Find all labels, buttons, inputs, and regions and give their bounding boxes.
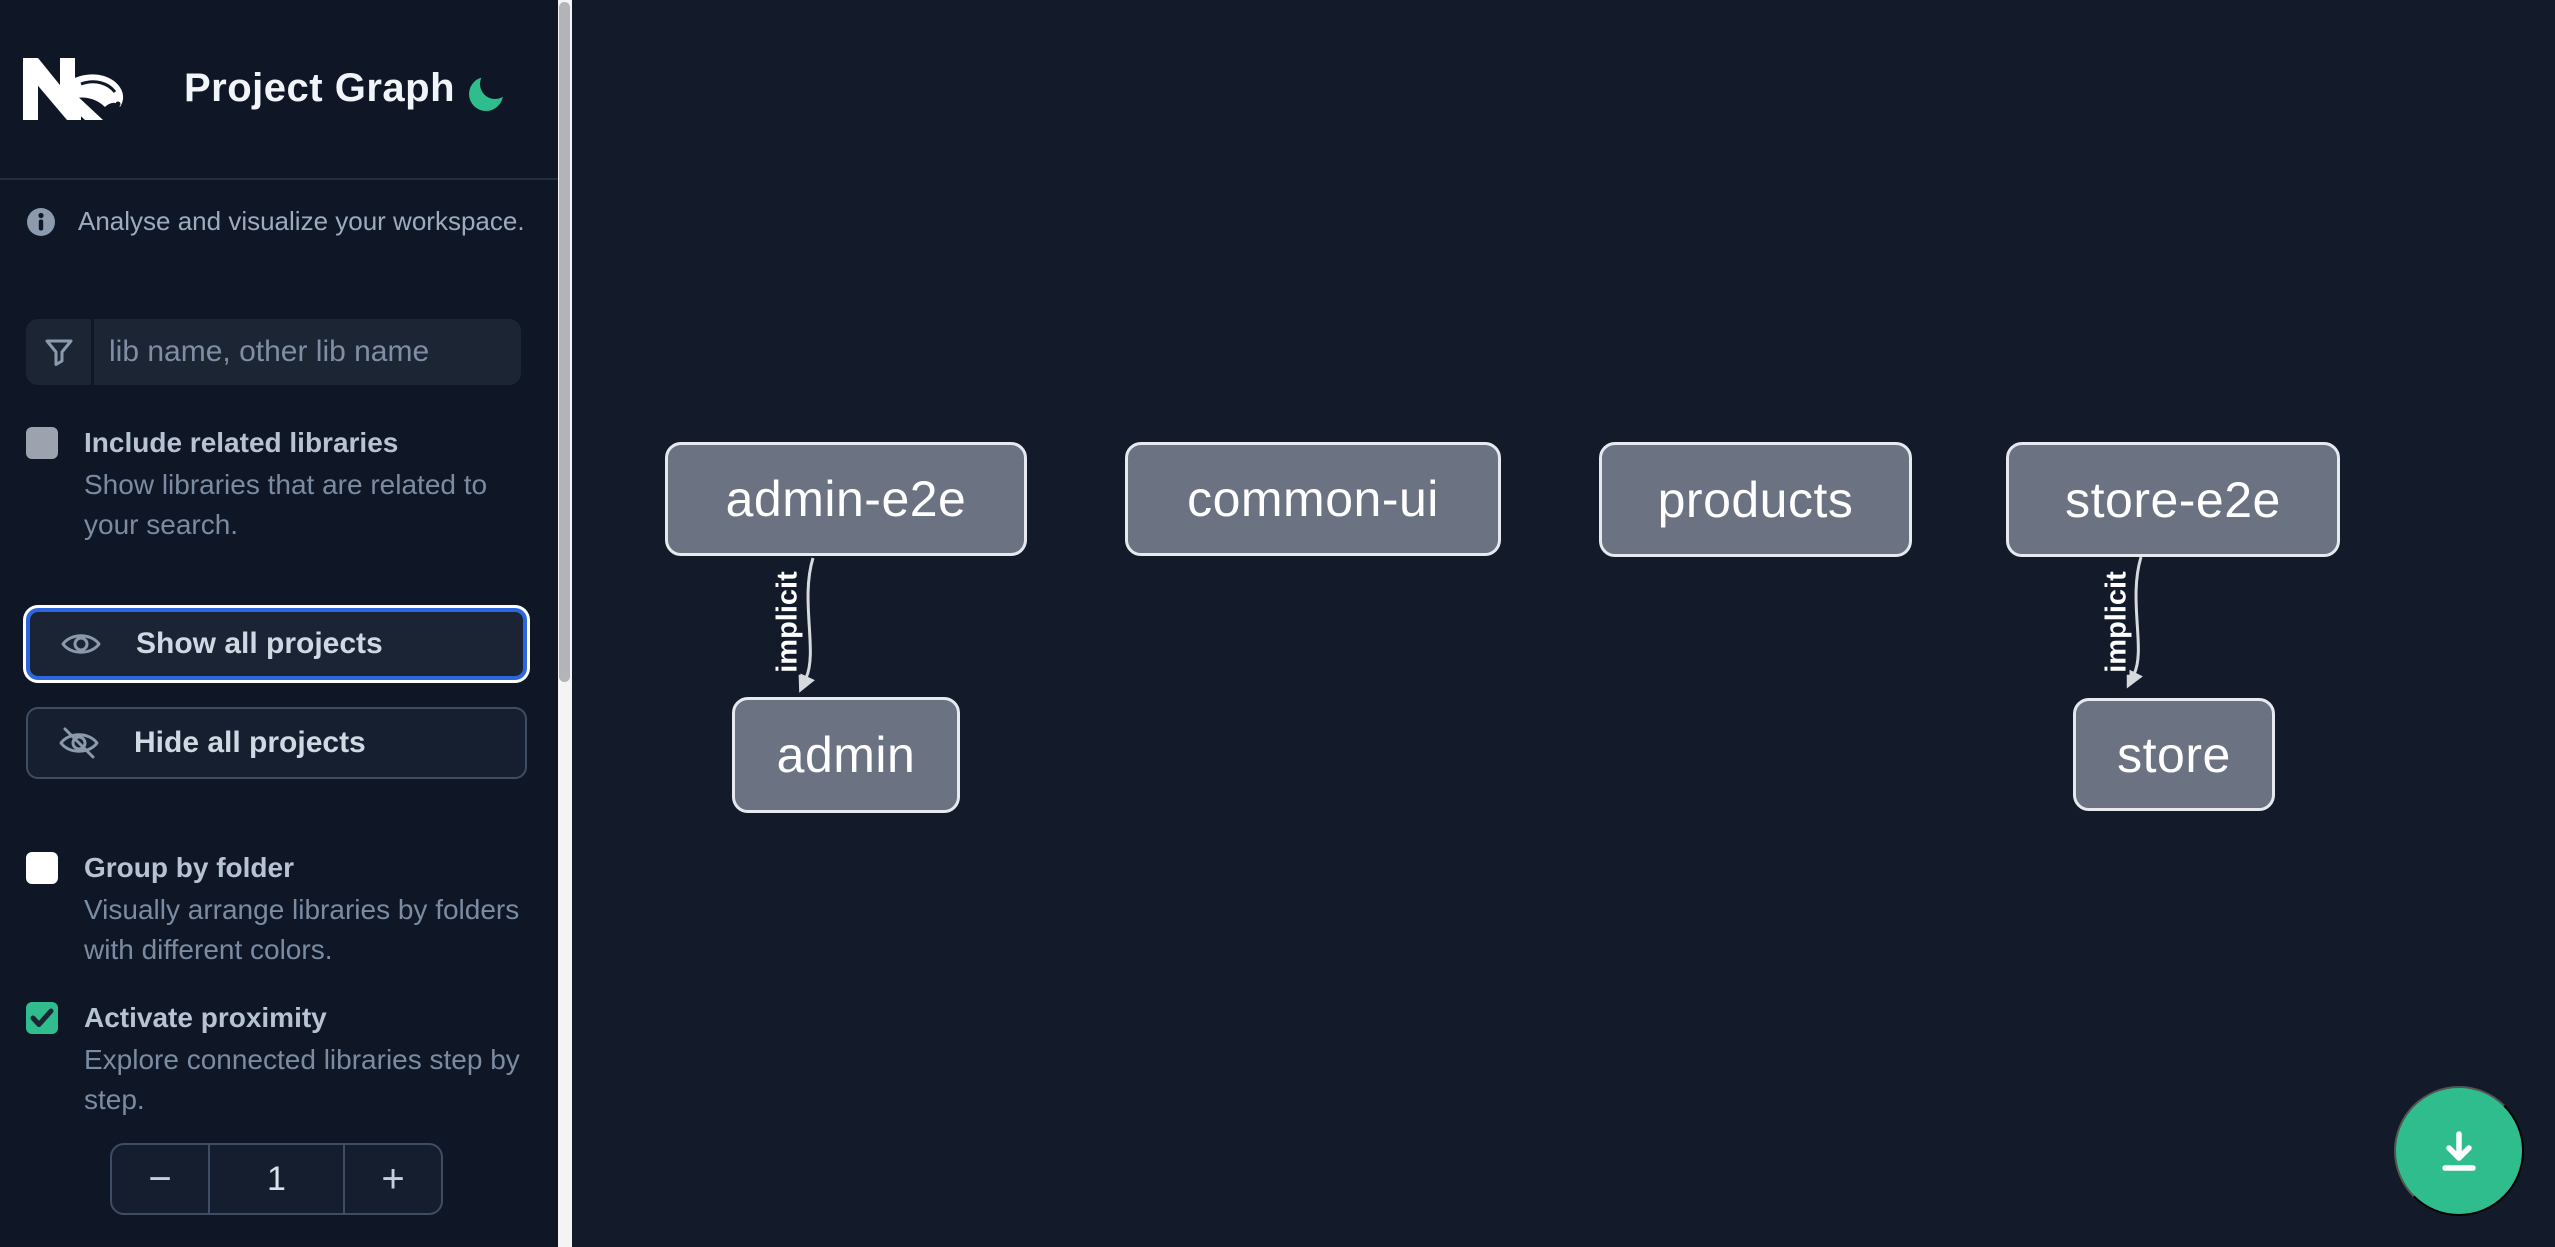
activate-proximity-checkbox[interactable] — [26, 1002, 58, 1034]
graph-node-store[interactable]: store — [2073, 698, 2275, 811]
hide-all-projects-label: Hide all projects — [134, 726, 366, 759]
show-all-projects-label: Show all projects — [136, 627, 383, 660]
filter-icon — [45, 339, 72, 366]
proximity-value[interactable]: 1 — [208, 1145, 345, 1213]
filter-icon-cell — [26, 319, 94, 385]
show-all-projects-button[interactable]: Show all projects — [26, 608, 527, 680]
tagline-text: Analyse and visualize your workspace. — [78, 206, 525, 236]
graph-canvas[interactable] — [572, 0, 2555, 1247]
graph-node-common-ui[interactable]: common-ui — [1125, 442, 1501, 556]
group-by-folder-label: Group by folder — [84, 852, 294, 883]
proximity-increment-button[interactable]: + — [381, 1156, 405, 1201]
info-icon — [27, 207, 55, 236]
include-related-label: Include related libraries — [84, 427, 399, 458]
download-graph-button[interactable] — [2394, 1086, 2524, 1216]
activate-proximity-description: Explore connected libraries step by step… — [84, 1044, 520, 1115]
search-input[interactable] — [94, 319, 521, 385]
include-related-description: Show libraries that are related to your … — [84, 469, 488, 540]
header-divider — [0, 178, 558, 180]
eye-off-icon — [59, 727, 99, 759]
activate-proximity-label: Activate proximity — [84, 1002, 327, 1033]
graph-node-admin-e2e[interactable]: admin-e2e — [665, 442, 1027, 556]
search-box — [26, 319, 521, 385]
include-related-checkbox[interactable] — [26, 427, 58, 459]
moon-icon[interactable] — [468, 70, 508, 114]
sidebar: Project Graph Analyse and visualize your… — [0, 0, 572, 1247]
group-by-folder-description: Visually arrange libraries by folders wi… — [84, 894, 520, 965]
nx-logo — [23, 58, 124, 120]
graph-node-admin[interactable]: admin — [732, 697, 960, 813]
checkmark-icon — [30, 1008, 54, 1027]
group-by-folder-checkbox[interactable] — [26, 852, 58, 884]
eye-icon — [61, 634, 101, 654]
sidebar-scrollbar-track[interactable] — [558, 0, 572, 1247]
sidebar-scrollbar-thumb[interactable] — [559, 2, 570, 682]
graph-node-products[interactable]: products — [1599, 442, 1912, 557]
proximity-decrement-button[interactable]: − — [148, 1156, 172, 1201]
download-icon — [2442, 1131, 2476, 1171]
tagline-row: Analyse and visualize your workspace. — [26, 206, 525, 237]
page-title: Project Graph — [184, 66, 456, 110]
graph-node-store-e2e[interactable]: store-e2e — [2006, 442, 2340, 557]
hide-all-projects-button[interactable]: Hide all projects — [26, 707, 527, 779]
proximity-stepper: − 1 + — [110, 1143, 443, 1215]
